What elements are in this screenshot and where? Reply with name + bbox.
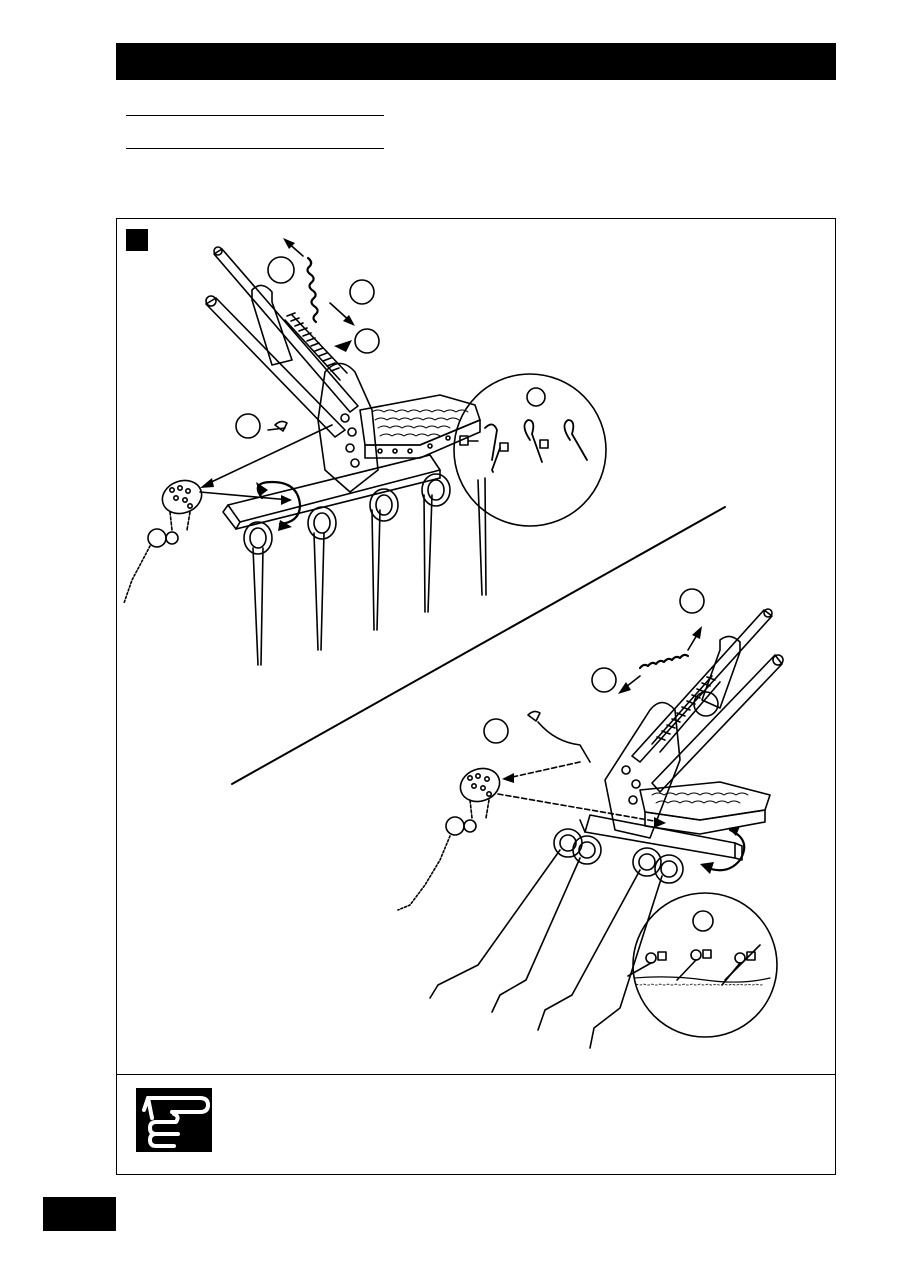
lower-frame-arms (631, 608, 784, 793)
upper-bracket (251, 284, 293, 366)
figure-marker (126, 229, 148, 251)
lower-pin-plate (397, 767, 501, 911)
page-number-box (43, 1197, 116, 1231)
heading-rule-secondary (126, 148, 384, 149)
upper-assembly (123, 238, 607, 666)
lower-side-plate (604, 701, 681, 839)
lower-pointer-arrows (497, 710, 666, 828)
upper-tines (243, 473, 487, 666)
upper-pin-plate (123, 479, 203, 604)
upper-frame-arms (205, 246, 359, 438)
lower-rotate-arrow (706, 828, 746, 872)
header-bar (116, 43, 836, 80)
upper-comb-box (359, 394, 481, 459)
lower-tine-bar (579, 814, 743, 861)
upper-tine-bar (222, 454, 441, 530)
upper-callout-circles (235, 256, 380, 439)
upper-side-plate (317, 362, 379, 493)
lower-spring-adjust-detail (618, 626, 702, 694)
lower-comb-box (639, 781, 771, 835)
pointing-hand-icon (136, 1088, 212, 1152)
figure-frame (116, 218, 836, 1175)
upper-clip-detail (453, 373, 607, 527)
lower-assembly (397, 588, 784, 1049)
upper-pointer-arrows (199, 420, 333, 505)
lower-tines (429, 828, 684, 1049)
figure-note-divider (116, 1074, 836, 1075)
diagonal-separator (231, 506, 726, 785)
lower-ground-detail (627, 892, 778, 1038)
lower-callout-circles (483, 588, 719, 744)
lower-bracket (701, 635, 741, 709)
heading-rule-primary (126, 115, 384, 116)
upper-spring-adjust-detail (283, 238, 355, 352)
